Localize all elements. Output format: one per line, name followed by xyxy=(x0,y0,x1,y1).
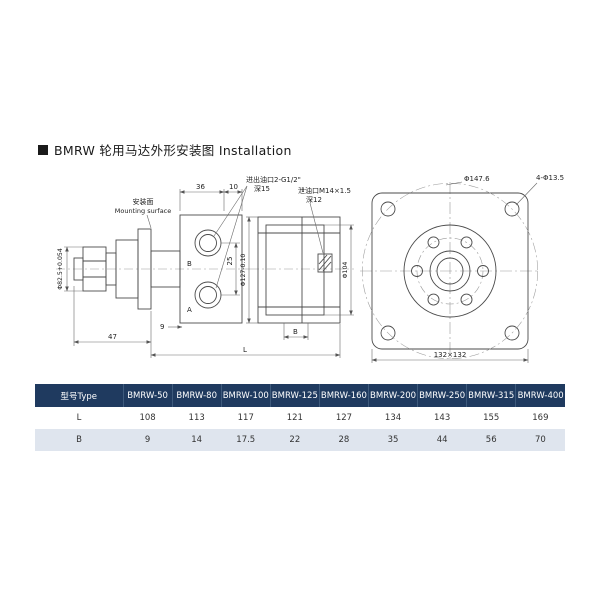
corner-bolt-hole xyxy=(504,201,520,217)
table-cell: 22 xyxy=(270,429,320,451)
header-model: BMRW-50 xyxy=(123,384,173,407)
table-cell: 56 xyxy=(466,429,516,451)
table-cell: 155 xyxy=(466,407,516,429)
header-model: BMRW-125 xyxy=(270,384,320,407)
table-cell: 113 xyxy=(172,407,222,429)
table-header-row: 型号Type BMRW-50 BMRW-80 BMRW-100 BMRW-125… xyxy=(35,384,565,407)
table-cell: 9 xyxy=(123,429,173,451)
header-model: BMRW-200 xyxy=(368,384,419,407)
table-cell: 108 xyxy=(123,407,173,429)
table-cell: 143 xyxy=(417,407,467,429)
flange-view xyxy=(360,182,540,362)
header-type-col: 型号Type xyxy=(35,384,124,407)
table-cell: 17.5 xyxy=(221,429,271,451)
dim-L-label: L xyxy=(243,346,247,354)
corner-holes-label: 4-Φ13.5 xyxy=(536,174,564,182)
dia-1476-label: Φ147.6 xyxy=(464,175,490,183)
dimension-table: 型号Type BMRW-50 BMRW-80 BMRW-100 BMRW-125… xyxy=(35,384,565,451)
table-cell: 121 xyxy=(270,407,320,429)
row-label: B xyxy=(35,429,124,451)
technical-drawing-svg: 36 10 进出油口2-G1/2" 深15 泄油口M14×1.5 深12 安装面… xyxy=(56,174,564,363)
table-cell: 134 xyxy=(368,407,418,429)
row-label: L xyxy=(35,407,124,429)
table-cell: 35 xyxy=(368,429,418,451)
section-view xyxy=(250,216,354,324)
mounting-surface-cn: 安装面 xyxy=(133,197,154,206)
header-model: BMRW-250 xyxy=(417,384,468,407)
table-row-L: L 108 113 117 121 127 134 143 155 169 xyxy=(35,407,565,429)
header-model: BMRW-100 xyxy=(221,384,271,407)
square-dim-label: 132×132 xyxy=(434,351,467,359)
mounting-surface-en: Mounting surface xyxy=(115,207,172,215)
dia-127-label: Φ127-0.10 xyxy=(240,254,247,287)
side-view xyxy=(56,214,250,324)
table-cell: 44 xyxy=(417,429,467,451)
drain-port xyxy=(317,253,333,273)
installation-drawing: 36 10 进出油口2-G1/2" 深15 泄油口M14×1.5 深12 安装面… xyxy=(0,166,600,376)
header-model: BMRW-160 xyxy=(319,384,369,407)
dimension-lines xyxy=(64,181,538,363)
dim-36-label: 36 xyxy=(196,183,205,191)
table-cell: 70 xyxy=(515,429,565,451)
corner-bolt-hole xyxy=(380,201,396,217)
table-cell: 127 xyxy=(319,407,369,429)
page-title: BMRW 轮用马达外形安装图 Installation xyxy=(38,140,292,159)
port-a-letter: A xyxy=(187,306,192,314)
page-title-text: BMRW 轮用马达外形安装图 Installation xyxy=(54,143,292,158)
dim-47-label: 47 xyxy=(108,333,117,341)
port-label-line2: 深15 xyxy=(254,184,270,193)
table-cell: 28 xyxy=(319,429,369,451)
corner-bolt-hole xyxy=(380,325,396,341)
dim-9-label: 9 xyxy=(160,323,164,331)
table-cell: 117 xyxy=(221,407,271,429)
table-cell: 14 xyxy=(172,429,222,451)
dia-104-label: Φ104 xyxy=(342,262,349,279)
port-b-letter: B xyxy=(187,260,192,268)
title-bullet-icon xyxy=(38,144,48,155)
dim-10-label: 10 xyxy=(229,183,238,191)
drain-label-line2: 深12 xyxy=(306,195,322,204)
header-model: BMRW-80 xyxy=(172,384,222,407)
port-label-line1: 进出油口2-G1/2" xyxy=(246,175,301,184)
header-model: BMRW-400 xyxy=(515,384,565,407)
dim-B-label: B xyxy=(293,328,298,336)
header-model: BMRW-315 xyxy=(466,384,517,407)
table-cell: 169 xyxy=(515,407,565,429)
corner-bolt-hole xyxy=(504,325,520,341)
drain-label-line1: 泄油口M14×1.5 xyxy=(298,186,351,195)
table-row-B: B 9 14 17.5 22 28 35 44 56 70 xyxy=(35,429,565,451)
shaft-dia-label: Φ82.5+0.054 xyxy=(57,248,64,290)
dim-25-label: 25 xyxy=(226,257,234,266)
